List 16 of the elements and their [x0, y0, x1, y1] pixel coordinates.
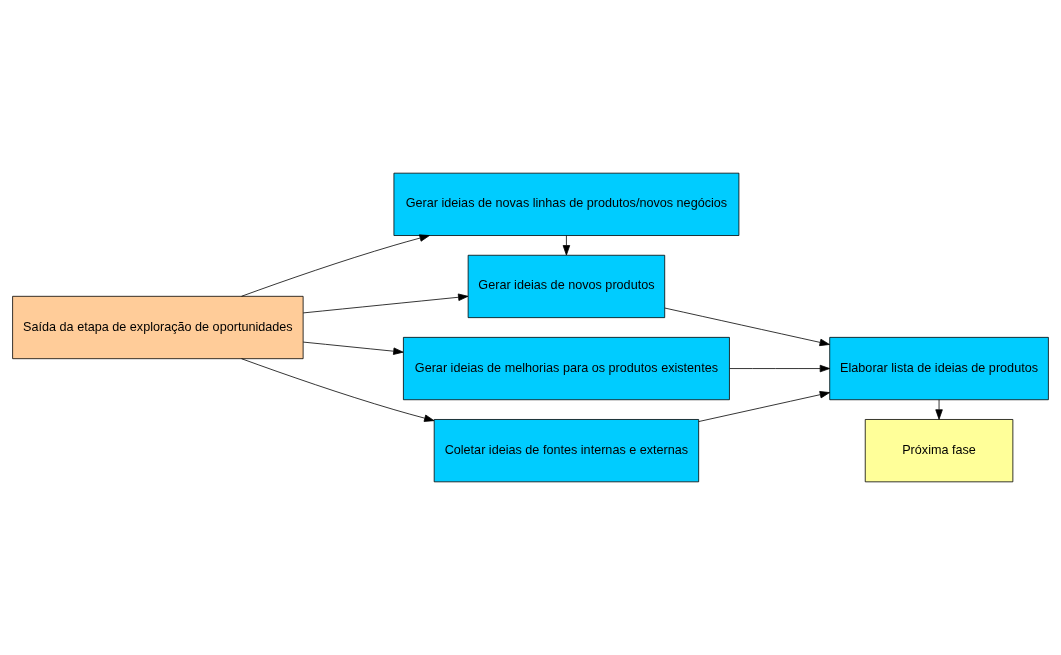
node-box: Gerar ideias de melhorias para os produtos existentes [403, 336, 730, 401]
arrow [935, 399, 943, 420]
arrow [698, 391, 830, 422]
arrow [729, 364, 831, 373]
node-box: Próxima fase [864, 419, 1014, 483]
arrow [562, 235, 571, 256]
arrow [664, 307, 830, 347]
node-box: Elaborar lista de ideias de produtos [829, 336, 1049, 401]
node-box: Coletar ideias de fontes internas e externas [433, 419, 700, 483]
node-box: Gerar ideias de novas linhas de produtos/novos negócios [393, 172, 740, 236]
node-box: Saída da etapa de exploração de oportunidades [12, 295, 304, 360]
arrow [302, 341, 404, 355]
arrow [302, 293, 469, 314]
arrow [241, 358, 435, 422]
node-box: Gerar ideias de novos produtos [467, 254, 666, 319]
arrow [241, 234, 430, 297]
